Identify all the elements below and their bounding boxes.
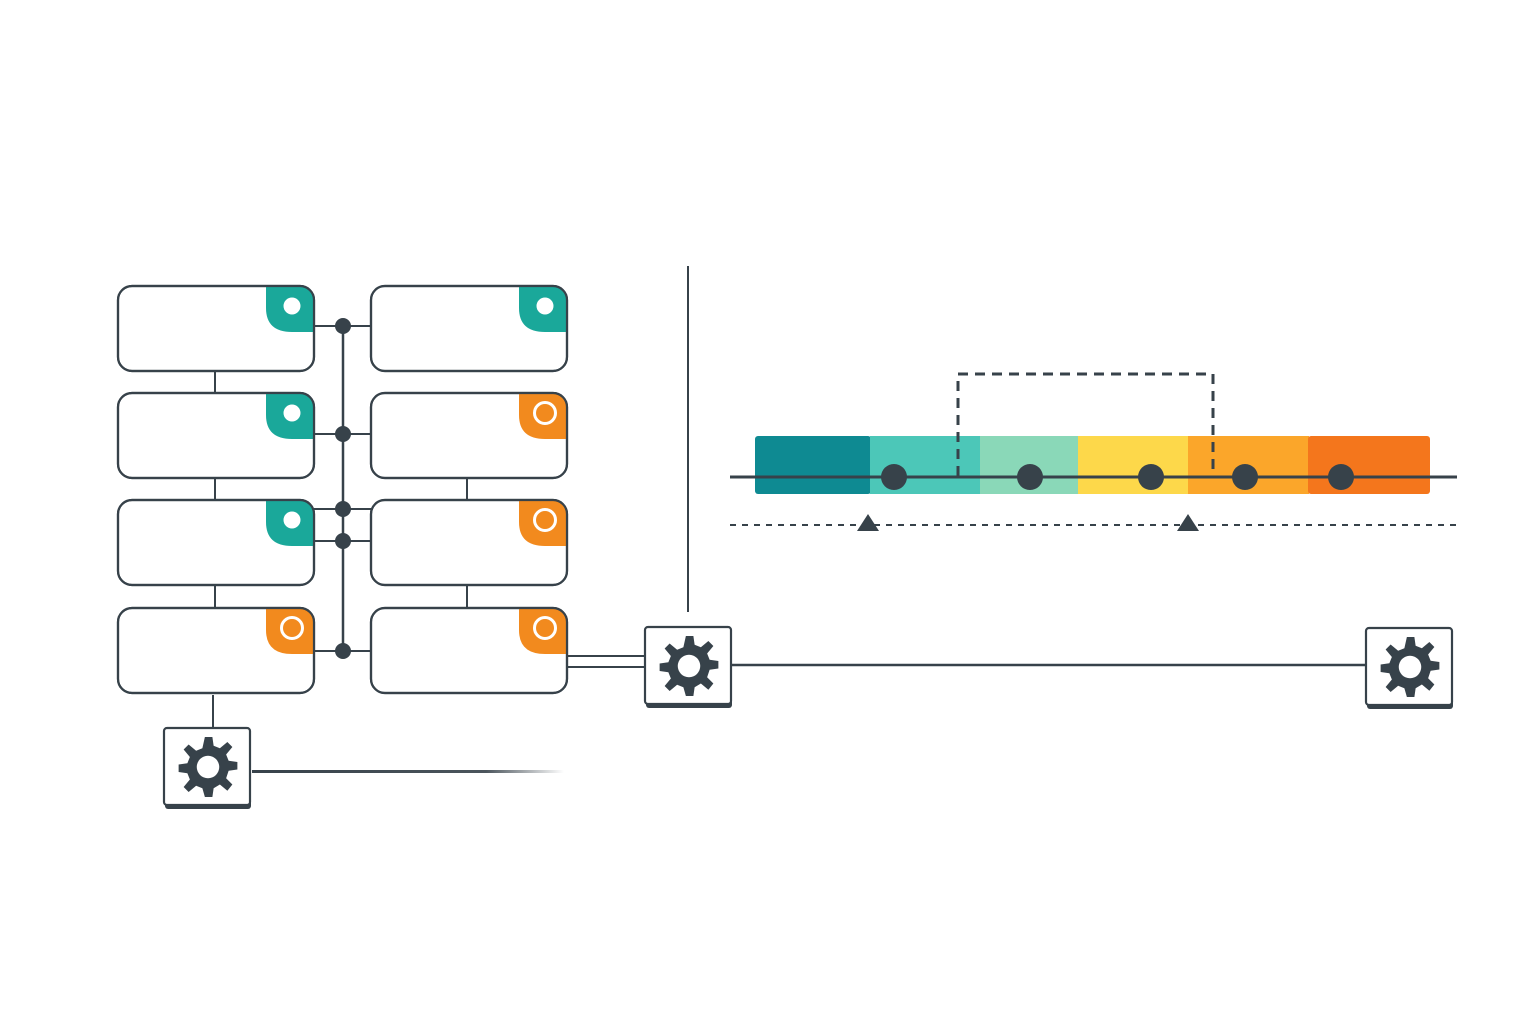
gear-node-center xyxy=(643,625,733,708)
scale-segment xyxy=(1308,436,1430,494)
status-badge xyxy=(266,608,314,654)
status-badge xyxy=(519,500,567,546)
gear-links xyxy=(212,655,1366,773)
connector-bus xyxy=(214,318,468,659)
card-outline xyxy=(116,498,316,587)
gear-node-bottom-left xyxy=(162,726,252,809)
card-outline xyxy=(369,498,569,587)
range-bracket xyxy=(956,372,1215,476)
gear-icon xyxy=(178,737,238,797)
scale-point xyxy=(881,464,907,490)
gear-node-right xyxy=(1364,626,1454,709)
card-left-1 xyxy=(116,284,316,373)
status-badge xyxy=(519,608,567,654)
card-outline xyxy=(116,606,316,695)
junction-dot xyxy=(335,533,351,549)
card-left-2 xyxy=(116,391,316,480)
scale-segment xyxy=(1078,436,1189,494)
status-dot-icon xyxy=(283,297,301,315)
status-dot-icon xyxy=(283,404,301,422)
card-grid xyxy=(116,284,569,695)
status-dot-icon xyxy=(283,511,301,529)
scale-point xyxy=(1017,464,1043,490)
gear-icon xyxy=(659,636,719,696)
status-badge xyxy=(519,393,567,439)
status-dot-icon xyxy=(536,297,554,315)
card-left-4 xyxy=(116,606,316,695)
status-ring-icon xyxy=(533,508,557,532)
fading-link xyxy=(252,770,564,773)
card-outline xyxy=(369,606,569,695)
card-outline xyxy=(369,391,569,480)
card-outline xyxy=(116,284,316,373)
card-outline xyxy=(116,391,316,480)
card-right-3 xyxy=(369,498,569,587)
card-right-1 xyxy=(369,284,569,373)
junction-dot xyxy=(335,426,351,442)
scale-segment xyxy=(755,436,871,494)
card-left-3 xyxy=(116,498,316,587)
gear-nodes xyxy=(162,625,1454,809)
triangle-marker-icon xyxy=(1177,514,1199,531)
gradient-scale xyxy=(730,372,1457,531)
triangle-marker-icon xyxy=(857,514,879,531)
scale-point xyxy=(1232,464,1258,490)
scale-point xyxy=(1328,464,1354,490)
card-right-2 xyxy=(369,391,569,480)
scale-point xyxy=(1138,464,1164,490)
status-ring-icon xyxy=(533,616,557,640)
status-ring-icon xyxy=(280,616,304,640)
status-ring-icon xyxy=(533,401,557,425)
card-right-4 xyxy=(369,606,569,695)
junction-dot xyxy=(335,643,351,659)
junction-dot xyxy=(335,501,351,517)
card-outline xyxy=(369,284,569,373)
gear-icon xyxy=(1380,637,1440,697)
junction-dot xyxy=(335,318,351,334)
